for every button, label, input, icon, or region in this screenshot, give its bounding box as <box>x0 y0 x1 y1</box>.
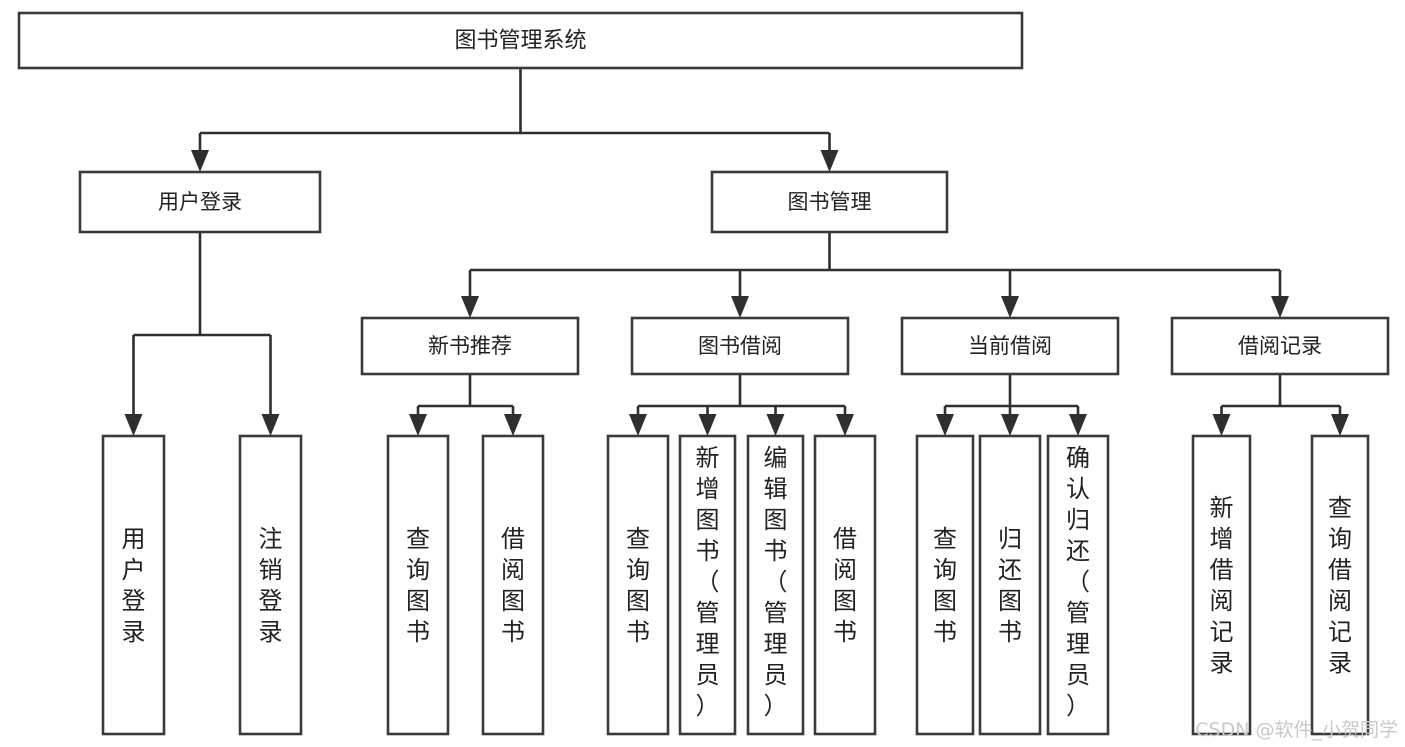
node-label-leaf-return-book: 归还图书 <box>998 525 1022 646</box>
node-label-leaf-user-login: 用户登录 <box>122 525 146 646</box>
node-leaf-confirm-return-admin[interactable]: 确认归还（管理员） <box>1046 434 1110 736</box>
node-label-leaf-confirm-return-admin: 确认归还（管理员） <box>1066 444 1090 720</box>
node-box-leaf-user-login[interactable] <box>101 434 166 736</box>
node-box-leaf-query-book-1[interactable] <box>386 434 450 736</box>
arrow-head-icon-leaf-user-login <box>124 414 143 436</box>
node-label-leaf-borrow-book-1: 借阅图书 <box>501 525 525 646</box>
node-leaf-borrow-book-1[interactable]: 借阅图书 <box>481 434 545 736</box>
node-label-leaf-add-borrow-record: 新增借阅记录 <box>1210 494 1234 677</box>
arrow-head-icon-leaf-add-borrow-record <box>1212 414 1231 436</box>
node-borrow-record[interactable]: 借阅记录 <box>1170 316 1390 376</box>
node-label-book-borrow: 图书借阅 <box>698 334 782 358</box>
node-label-leaf-logout: 注销登录 <box>259 525 283 646</box>
node-box-leaf-borrow-book-1[interactable] <box>481 434 545 736</box>
node-label-leaf-query-book-1: 查询图书 <box>406 525 430 646</box>
node-leaf-add-book-admin[interactable]: 新增图书（管理员） <box>678 434 737 736</box>
node-leaf-query-book-1[interactable]: 查询图书 <box>386 434 450 736</box>
node-label-leaf-edit-book-admin: 编辑图书（管理员） <box>764 444 788 720</box>
node-user-login[interactable]: 用户登录 <box>78 170 322 234</box>
node-label-borrow-record: 借阅记录 <box>1238 334 1322 358</box>
node-leaf-add-borrow-record[interactable]: 新增借阅记录 <box>1191 434 1252 736</box>
arrow-head-icon-book-manage <box>820 150 839 172</box>
arrow-head-icon-leaf-query-book-1 <box>409 414 427 436</box>
node-box-leaf-edit-book-admin[interactable] <box>746 434 805 736</box>
arrow-head-icon-new-book-recommend <box>461 296 479 318</box>
node-box-book-manage[interactable] <box>710 170 949 234</box>
node-box-leaf-logout[interactable] <box>238 434 303 736</box>
node-label-current-borrow: 当前借阅 <box>968 334 1052 358</box>
arrow-head-icon-leaf-query-book-3 <box>936 414 954 436</box>
node-leaf-query-book-3[interactable]: 查询图书 <box>915 434 975 736</box>
arrow-head-icon-leaf-add-book-admin <box>698 414 717 436</box>
node-label-new-book-recommend: 新书推荐 <box>428 334 512 358</box>
node-leaf-query-book-2[interactable]: 查询图书 <box>606 434 670 736</box>
node-label-user-login: 用户登录 <box>158 190 242 214</box>
node-leaf-return-book[interactable]: 归还图书 <box>978 434 1042 736</box>
arrow-head-icon-leaf-logout <box>261 414 280 436</box>
arrow-head-icon-leaf-confirm-return-admin <box>1069 414 1087 436</box>
arrow-head-icon-leaf-query-borrow-record <box>1331 414 1349 436</box>
node-box-root[interactable] <box>17 11 1024 70</box>
node-box-leaf-add-borrow-record[interactable] <box>1191 434 1252 736</box>
arrow-head-icon-leaf-edit-book-admin <box>766 414 785 436</box>
node-boxes-group: 图书管理系统用户登录图书管理新书推荐图书借阅当前借阅借阅记录用户登录注销登录查询… <box>17 11 1390 736</box>
connector-lines-group <box>124 68 1349 436</box>
node-label-leaf-query-book-2: 查询图书 <box>626 525 650 646</box>
arrow-head-icon-user-login <box>191 150 209 172</box>
node-box-leaf-add-book-admin[interactable] <box>678 434 737 736</box>
node-book-borrow[interactable]: 图书借阅 <box>630 316 850 376</box>
node-box-book-borrow[interactable] <box>630 316 850 376</box>
arrow-head-icon-borrow-record <box>1271 296 1289 318</box>
node-book-manage[interactable]: 图书管理 <box>710 170 949 234</box>
node-label-leaf-query-book-3: 查询图书 <box>933 525 957 646</box>
node-leaf-user-login[interactable]: 用户登录 <box>101 434 166 736</box>
node-box-leaf-borrow-book-2[interactable] <box>813 434 877 736</box>
node-box-current-borrow[interactable] <box>900 316 1120 376</box>
node-box-leaf-query-borrow-record[interactable] <box>1310 434 1370 736</box>
node-box-new-book-recommend[interactable] <box>360 316 580 376</box>
node-current-borrow[interactable]: 当前借阅 <box>900 316 1120 376</box>
arrow-head-icon-book-borrow <box>731 296 749 318</box>
node-box-user-login[interactable] <box>78 170 322 234</box>
node-label-leaf-borrow-book-2: 借阅图书 <box>833 525 857 646</box>
node-new-book-recommend[interactable]: 新书推荐 <box>360 316 580 376</box>
node-label-leaf-query-borrow-record: 查询借阅记录 <box>1328 494 1352 677</box>
node-box-leaf-return-book[interactable] <box>978 434 1042 736</box>
node-leaf-edit-book-admin[interactable]: 编辑图书（管理员） <box>746 434 805 736</box>
node-root[interactable]: 图书管理系统 <box>17 11 1024 70</box>
node-box-leaf-confirm-return-admin[interactable] <box>1046 434 1110 736</box>
node-box-borrow-record[interactable] <box>1170 316 1390 376</box>
node-leaf-query-borrow-record[interactable]: 查询借阅记录 <box>1310 434 1370 736</box>
node-leaf-borrow-book-2[interactable]: 借阅图书 <box>813 434 877 736</box>
node-box-leaf-query-book-3[interactable] <box>915 434 975 736</box>
node-leaf-logout[interactable]: 注销登录 <box>238 434 303 736</box>
arrow-head-icon-current-borrow <box>1001 296 1019 318</box>
node-label-leaf-add-book-admin: 新增图书（管理员） <box>696 444 720 720</box>
node-label-root: 图书管理系统 <box>454 29 586 54</box>
node-label-book-manage: 图书管理 <box>788 190 872 214</box>
node-box-leaf-query-book-2[interactable] <box>606 434 670 736</box>
arrow-head-icon-leaf-query-book-2 <box>629 414 647 436</box>
arrow-head-icon-leaf-return-book <box>1001 414 1019 436</box>
arrow-head-icon-leaf-borrow-book-2 <box>836 414 854 436</box>
csdn-watermark: CSDN @软件_小贺同学 <box>1195 719 1398 741</box>
arrow-head-icon-leaf-borrow-book-1 <box>504 414 522 436</box>
